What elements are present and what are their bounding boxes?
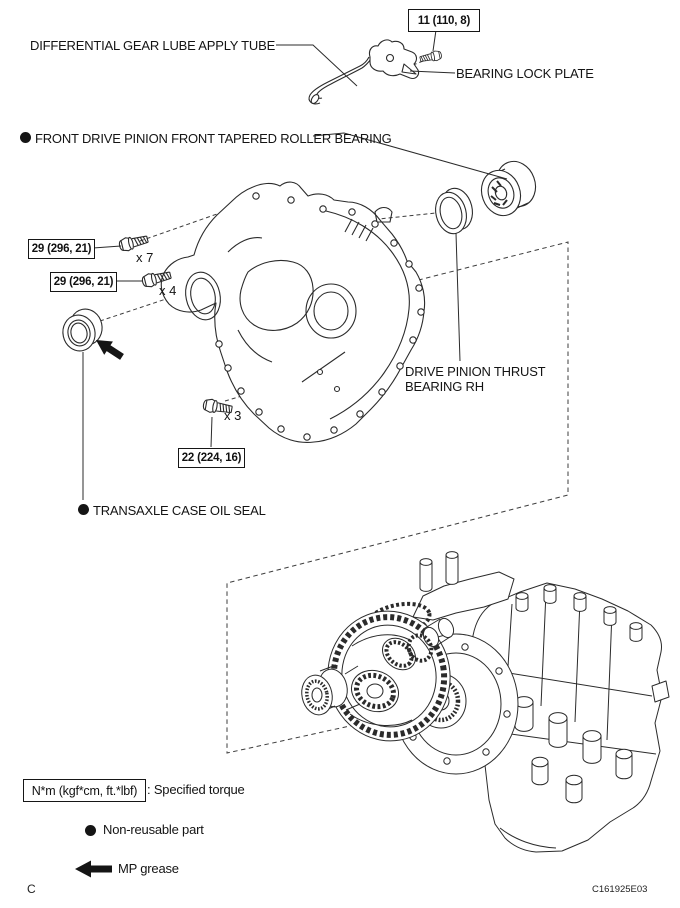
label-thrust-line1: DRIVE PINION THRUST (405, 364, 546, 379)
bolt-count-x3: x 3 (224, 408, 242, 423)
bolt-count-x7: x 7 (136, 250, 154, 265)
non-reusable-bullet (85, 825, 96, 836)
torque-box-case-bolt-4: 29 (296, 21) (50, 272, 117, 292)
label-diff-gear-lube-apply-tube: DIFFERENTIAL GEAR LUBE APPLY TUBE (30, 38, 276, 53)
legend-mp-grease-arrow-icon (75, 860, 112, 878)
bolt-count-x4: x 4 (159, 283, 177, 298)
legend-non-reusable: Non-reusable part (103, 822, 204, 837)
oil-seal-drawing (62, 308, 103, 352)
dashed-section-plane (226, 241, 569, 754)
transaxle-case-drawing (160, 181, 426, 443)
page-corner-mark: C (27, 882, 36, 896)
leader-lines (82, 29, 508, 500)
non-reusable-bullet (20, 132, 31, 143)
mp-grease-arrow-icon (96, 340, 124, 360)
non-reusable-bullet (78, 504, 89, 515)
label-bearing-lock-plate: BEARING LOCK PLATE (456, 66, 594, 81)
label-thrust-line2: BEARING RH (405, 379, 484, 394)
label-drive-pinion-thrust-bearing: DRIVE PINION THRUST BEARING RH (405, 364, 546, 394)
bearing-lock-plate-drawing (368, 39, 420, 79)
legend-torque-unit-box: N*m (kgf*cm, ft.*lbf) (23, 779, 146, 802)
torque-box-lock-plate: 11 (110, 8) (408, 9, 480, 32)
legend-torque-desc: : Specified torque (147, 782, 245, 797)
legend-mp-grease: MP grease (118, 861, 179, 876)
thrust-bearing-race-drawing (435, 187, 473, 235)
assembled-transaxle-drawing (301, 551, 670, 853)
torque-box-case-bolt-7: 29 (296, 21) (28, 239, 95, 259)
figure-code: C161925E03 (592, 884, 648, 895)
label-transaxle-case-oil-seal: TRANSAXLE CASE OIL SEAL (93, 503, 266, 518)
torque-box-case-bolt-3: 22 (224, 16) (178, 448, 245, 468)
lube-tube-drawing (308, 56, 372, 105)
label-front-tapered-roller-bearing: FRONT DRIVE PINION FRONT TAPERED ROLLER … (35, 131, 392, 146)
roller-bearing-drawing (480, 160, 537, 217)
